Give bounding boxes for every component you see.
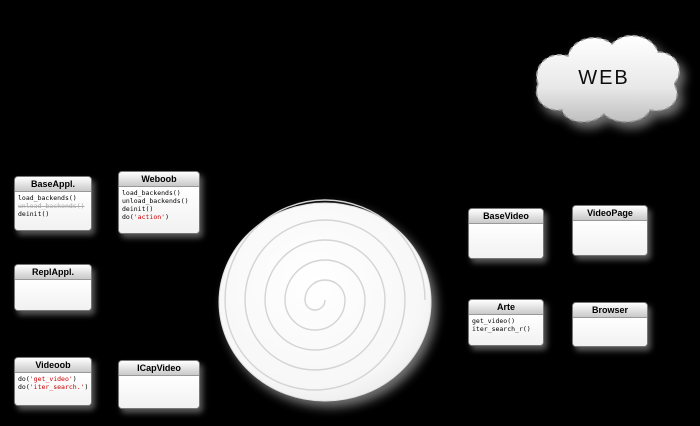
method-line: load_backends() bbox=[122, 189, 181, 197]
class-box-baseappl: BaseAppl. load_backends()unload_backends… bbox=[14, 176, 92, 231]
class-box-icapvideo: ICapVideo bbox=[118, 360, 200, 409]
class-body: load_backends()unload_backends()deinit() bbox=[15, 192, 91, 230]
class-body: load_backends()unload_backends()deinit()… bbox=[119, 187, 199, 233]
method-line: get_video() bbox=[472, 317, 516, 325]
web-cloud: WEB bbox=[535, 34, 680, 123]
class-body bbox=[119, 376, 199, 408]
method-line: unload_backends() bbox=[18, 202, 85, 210]
web-cloud-label: WEB bbox=[578, 67, 630, 89]
class-box-replappl: ReplAppl. bbox=[14, 264, 92, 311]
method-line: do('action') bbox=[122, 213, 169, 221]
class-box-basevideo: BaseVideo bbox=[468, 208, 544, 259]
class-body bbox=[573, 318, 647, 346]
class-title: ICapVideo bbox=[119, 361, 199, 376]
class-box-weboob: Weboob load_backends()unload_backends()d… bbox=[118, 171, 200, 234]
method-line: do('iter_search.') bbox=[18, 383, 89, 391]
cloud-shape bbox=[535, 34, 680, 123]
class-title: Videoob bbox=[15, 358, 91, 373]
class-body bbox=[573, 221, 647, 255]
class-body: get_video()iter_search_r() bbox=[469, 315, 543, 345]
method-line: unload_backends() bbox=[122, 197, 189, 205]
class-body bbox=[469, 224, 543, 258]
class-title: ReplAppl. bbox=[15, 265, 91, 280]
class-title: VideoPage bbox=[573, 206, 647, 221]
class-title: Arte bbox=[469, 300, 543, 315]
class-title: BaseAppl. bbox=[15, 177, 91, 192]
class-box-videopage: VideoPage bbox=[572, 205, 648, 256]
spiral-blob bbox=[218, 199, 432, 402]
method-line: load_backends() bbox=[18, 194, 77, 202]
class-box-browser: Browser bbox=[572, 302, 648, 347]
class-title: Browser bbox=[573, 303, 647, 318]
class-body bbox=[15, 280, 91, 310]
method-line: do('get_video') bbox=[18, 375, 77, 383]
class-title: Weboob bbox=[119, 172, 199, 187]
method-line: deinit() bbox=[18, 210, 50, 218]
class-body: do('get_video')do('iter_search.') bbox=[15, 373, 91, 405]
class-box-arte: Arte get_video()iter_search_r() bbox=[468, 299, 544, 346]
spiral-line bbox=[224, 199, 426, 391]
method-line: iter_search_r() bbox=[472, 325, 531, 333]
class-box-videoob: Videoob do('get_video')do('iter_search.'… bbox=[14, 357, 92, 406]
class-title: BaseVideo bbox=[469, 209, 543, 224]
method-line: deinit() bbox=[122, 205, 154, 213]
